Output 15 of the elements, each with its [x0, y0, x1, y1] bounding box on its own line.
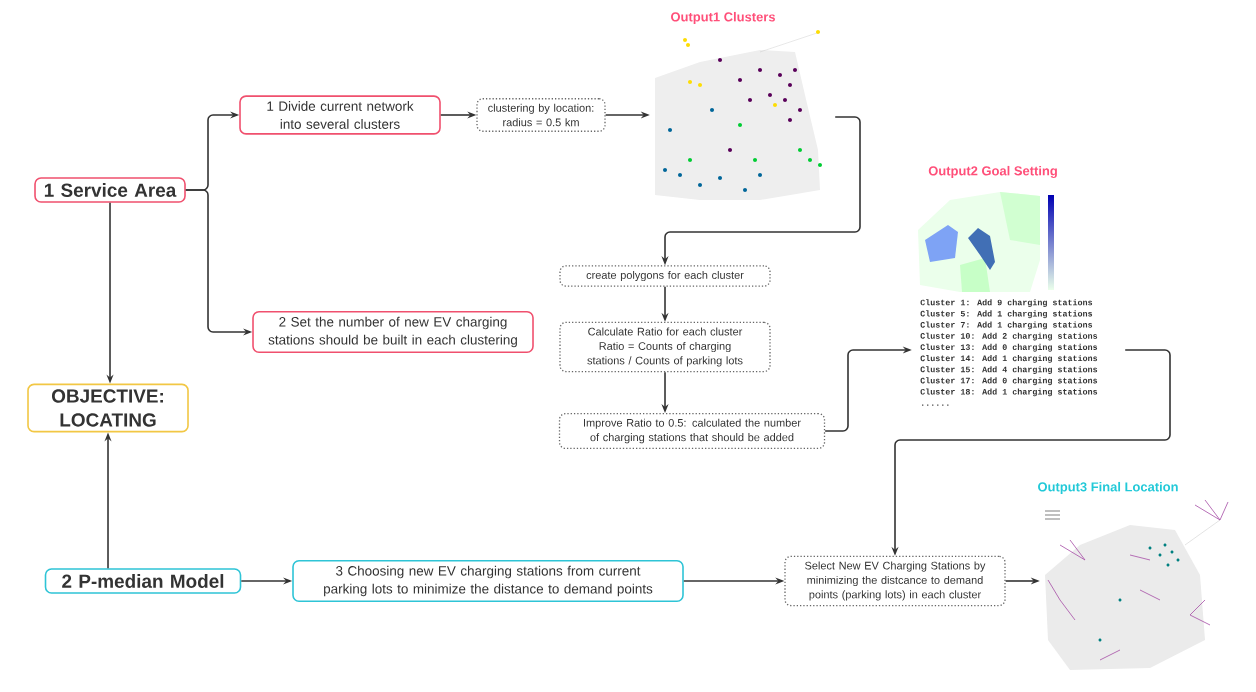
- process-box: 1 Service Area: [34, 177, 186, 203]
- step-box: Calculate Ratio for each cluster Ratio = Counts of charging stations / Counts of parking lots: [559, 321, 771, 373]
- process-box: 1 Divide current network into several clusters: [239, 95, 441, 135]
- heading: Output2 Goal Setting: [928, 165, 1057, 179]
- objective-box: OBJECTIVE: LOCATING: [27, 383, 189, 433]
- step-box: clustering by location: radius = 0.5 km: [476, 98, 606, 132]
- step-box: Improve Ratio to 0.5: calculated the number of charging stations that should be added: [558, 413, 826, 449]
- process-box: 2 Set the number of new EV charging stations should be built in each clustering: [252, 310, 534, 354]
- cluster-list: Cluster 1: Add 9 charging stations Cluster 5: Add 1 charging stations Cluster 7: Add 1 charging stations Cluster 10: Add 2 charging stations Cluster 13: Add 0 charging stations Cluster 14: Add 1 charging stations Cluster 15: Add 4 charging stations Cluster 17: Add 0 charging stations Cluster 18: Add 1 charging stations ......: [920, 299, 1098, 406]
- step-box: Select New EV Charging Stations by minimizing the distcance to demand points (parking lots) in each cluster: [784, 555, 1006, 607]
- step-box: create polygons for each cluster: [559, 265, 771, 287]
- heading: Output1 Clusters: [671, 11, 775, 25]
- process-box: 2 P-median Model: [44, 568, 242, 594]
- heading: Output3 Final Location: [1038, 481, 1178, 495]
- process-box: 3 Choosing new EV charging stations from current parking lots to minimize the distance to demand points: [292, 559, 684, 603]
